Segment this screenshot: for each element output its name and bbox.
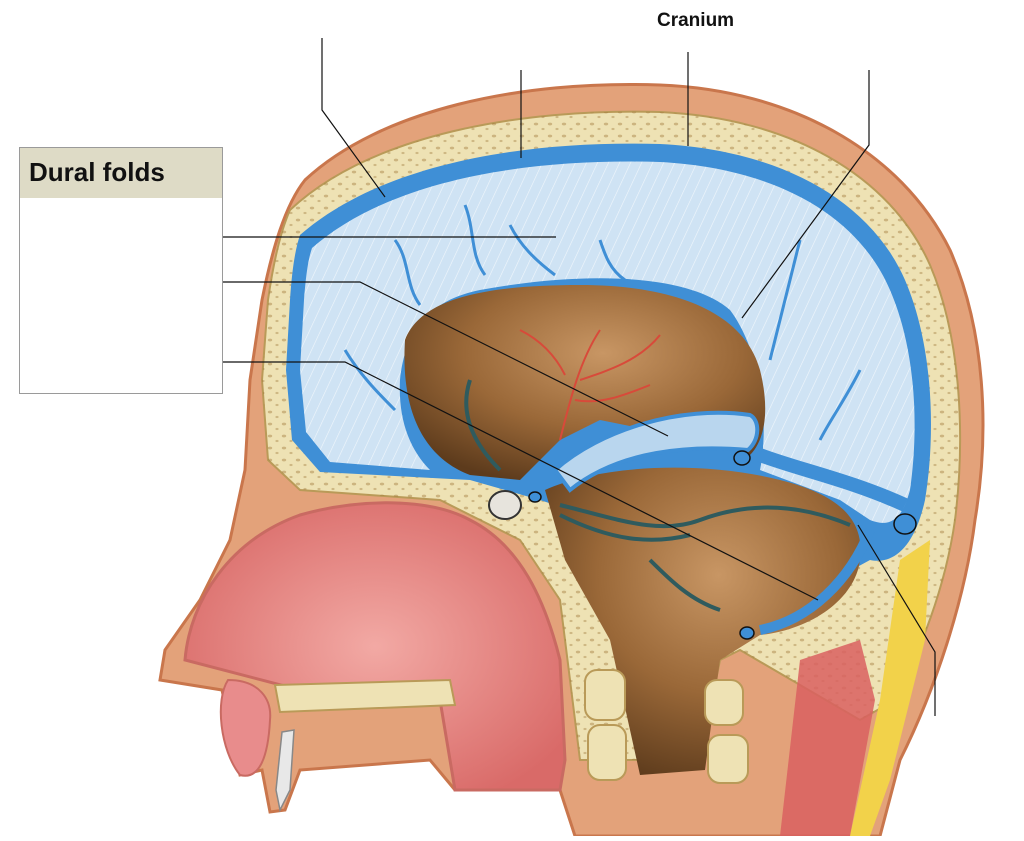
straight-sinus <box>757 448 908 512</box>
falx-fiber-texture <box>300 161 915 523</box>
cranium-label: Cranium <box>657 10 735 31</box>
cervical-vertebrae <box>584 669 749 784</box>
cerebral-arteries <box>519 329 661 441</box>
neck-muscle <box>780 640 875 836</box>
leader-line-1 <box>321 38 386 198</box>
tooth <box>275 729 295 813</box>
leader-line-3 <box>741 70 870 319</box>
pituitary <box>488 490 522 520</box>
hard-palate <box>273 678 457 714</box>
legend-title: Dural folds <box>20 148 222 198</box>
leader-lines <box>213 38 936 716</box>
sinus-cross-sections <box>528 450 917 640</box>
tentorium-cerebelli <box>552 410 760 493</box>
dural-folds-legend: Dural folds <box>19 147 223 394</box>
leader-line-tentorium <box>213 281 669 437</box>
upper-lip <box>219 678 272 777</box>
neck-fat <box>850 540 930 836</box>
falx-veins <box>343 204 862 441</box>
leader-line-falx-cerebelli <box>213 361 819 601</box>
falx-cerebelli <box>758 528 875 635</box>
leader-line-4 <box>857 524 936 716</box>
nasal-cavity <box>183 501 567 792</box>
